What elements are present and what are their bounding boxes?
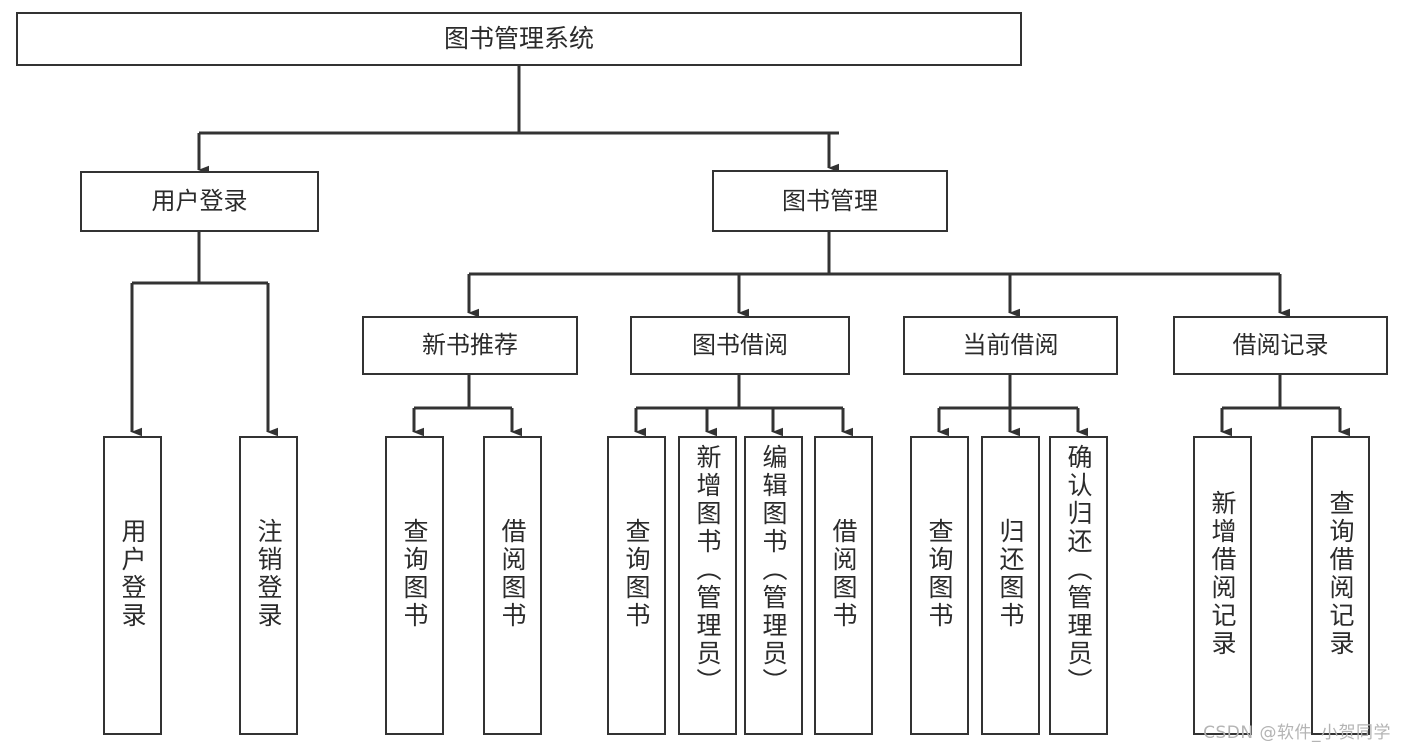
leaf-confirm-return-admin[interactable]: 确认归还（管理员） [1049,436,1108,735]
watermark-text: CSDN @软件_小贺同学 [1203,723,1391,743]
node-label: 查询图书 [925,518,954,630]
node-label: 归还图书 [996,518,1025,630]
node-root-system[interactable]: 图书管理系统 [16,12,1022,66]
node-new-book-recommend[interactable]: 新书推荐 [362,316,578,375]
node-book-management[interactable]: 图书管理 [712,170,948,232]
node-label: 用户登录 [151,187,248,216]
node-label: 新增借阅记录 [1208,490,1237,658]
leaf-query-book-current[interactable]: 查询图书 [910,436,969,735]
node-current-borrow[interactable]: 当前借阅 [903,316,1118,375]
node-label: 借阅记录 [1232,331,1329,360]
leaf-logout[interactable]: 注销登录 [239,436,298,735]
node-book-borrow[interactable]: 图书借阅 [630,316,850,375]
node-label: 图书管理系统 [443,24,594,54]
node-label: 新增图书（管理员） [693,444,722,696]
leaf-edit-book-admin[interactable]: 编辑图书（管理员） [744,436,803,735]
node-label: 图书借阅 [692,331,788,360]
leaf-add-book-admin[interactable]: 新增图书（管理员） [678,436,737,735]
node-borrow-record[interactable]: 借阅记录 [1173,316,1388,375]
node-label: 注销登录 [254,518,283,630]
leaf-user-login[interactable]: 用户登录 [103,436,162,735]
leaf-query-book-borrow[interactable]: 查询图书 [607,436,666,735]
leaf-borrow-book[interactable]: 借阅图书 [814,436,873,735]
node-label: 查询借阅记录 [1326,490,1355,658]
node-label: 借阅图书 [498,518,527,630]
leaf-query-borrow-record[interactable]: 查询借阅记录 [1311,436,1370,735]
node-label: 新书推荐 [422,331,518,360]
node-label: 用户登录 [118,518,147,630]
node-label: 编辑图书（管理员） [759,444,788,696]
leaf-return-book[interactable]: 归还图书 [981,436,1040,735]
leaf-borrow-book-recommend[interactable]: 借阅图书 [483,436,542,735]
node-label: 图书管理 [782,186,878,215]
leaf-add-borrow-record[interactable]: 新增借阅记录 [1193,436,1252,735]
node-label: 借阅图书 [829,518,858,630]
node-label: 确认归还（管理员） [1064,444,1093,696]
node-label: 查询图书 [622,518,651,630]
leaf-query-book-recommend[interactable]: 查询图书 [385,436,444,735]
node-label: 查询图书 [400,518,429,630]
node-user-login[interactable]: 用户登录 [80,171,319,232]
node-label: 当前借阅 [962,331,1059,360]
